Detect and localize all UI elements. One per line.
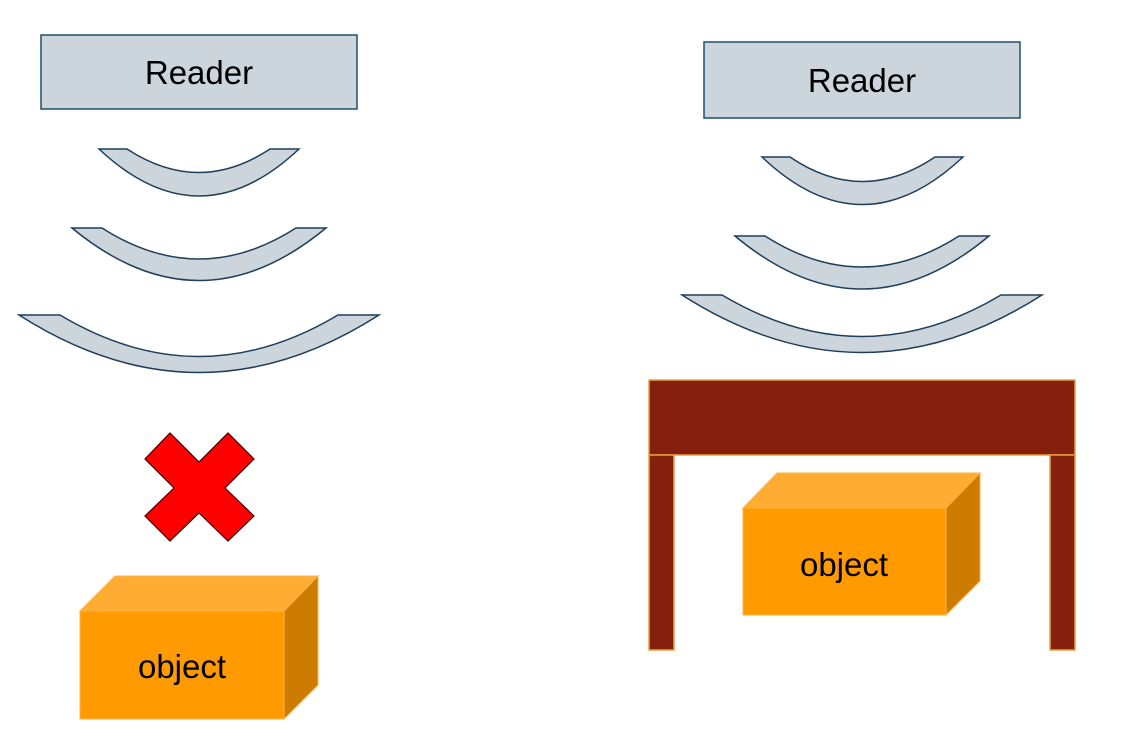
left-signal-waves <box>16 148 382 374</box>
right-reader-box <box>703 41 1021 119</box>
right-reader-label: Reader <box>808 62 916 99</box>
table-top <box>648 379 1076 456</box>
right-wave-large <box>679 294 1045 354</box>
table-leg-left <box>648 454 675 651</box>
left-object-top <box>78 575 320 612</box>
right-object-front <box>742 507 947 616</box>
right-object-label: object <box>800 546 888 583</box>
right-object-top <box>741 472 982 509</box>
blocked-cross-icon <box>144 432 255 542</box>
right-wave-small <box>760 156 965 206</box>
left-reader-label: Reader <box>145 54 253 91</box>
right-scene: Reader object <box>648 41 1076 651</box>
right-reader: Reader <box>703 41 1021 119</box>
left-object-box: object <box>78 574 320 721</box>
left-object-front <box>79 610 285 720</box>
right-object-box: object <box>741 471 982 617</box>
left-wave-small <box>97 148 301 197</box>
right-wave-medium <box>732 235 992 290</box>
left-reader-box <box>40 34 358 110</box>
table <box>648 379 1076 651</box>
left-object-label: object <box>138 648 226 685</box>
left-wave-medium <box>69 227 329 282</box>
table-leg-right <box>1049 454 1076 651</box>
left-reader: Reader <box>40 34 358 110</box>
left-wave-large <box>16 314 382 374</box>
right-signal-waves <box>679 156 1045 354</box>
left-scene: Reader object <box>16 34 382 721</box>
